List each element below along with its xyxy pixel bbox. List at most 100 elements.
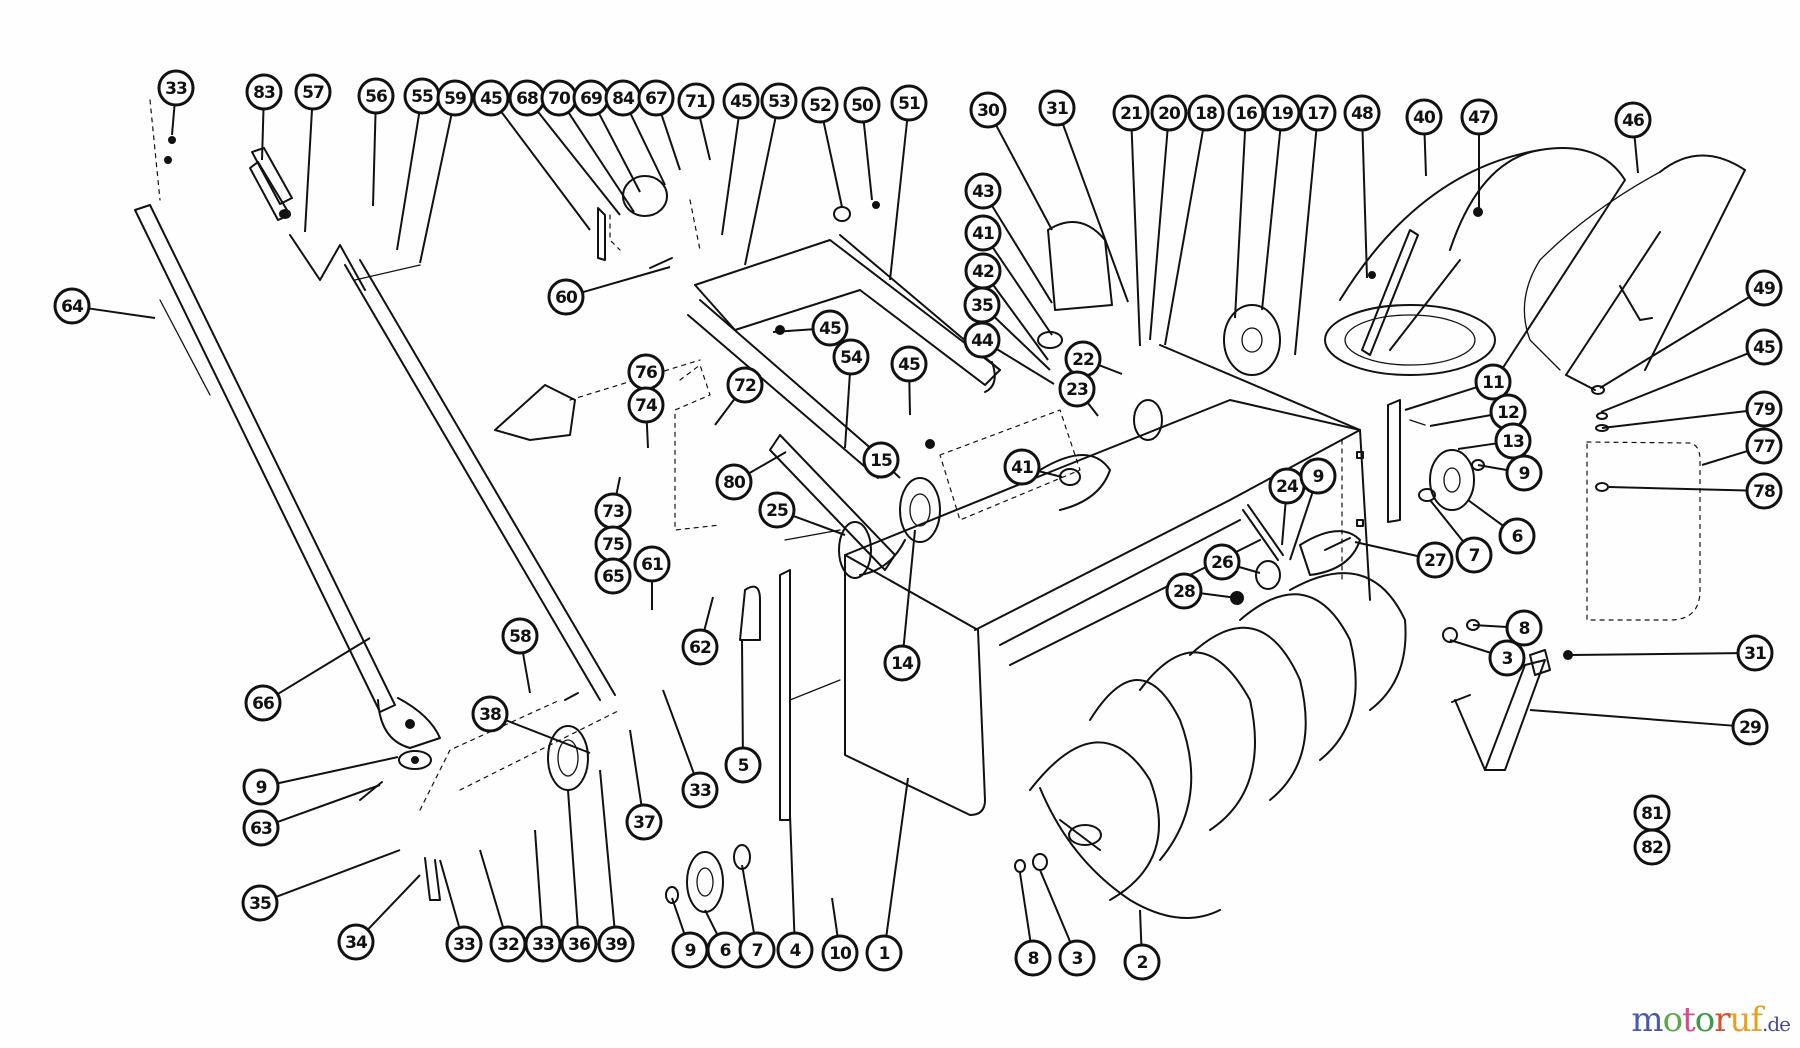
- callout-10[interactable]: 10: [821, 934, 859, 972]
- callout-47[interactable]: 47: [1460, 98, 1498, 136]
- callout-3[interactable]: 3: [1488, 639, 1526, 677]
- callout-55[interactable]: 55: [403, 77, 441, 115]
- callout-25[interactable]: 25: [758, 491, 796, 529]
- callout-71[interactable]: 71: [677, 82, 715, 120]
- callout-18[interactable]: 18: [1187, 94, 1225, 132]
- callout-24[interactable]: 24: [1268, 467, 1306, 505]
- callout-14[interactable]: 14: [883, 644, 921, 682]
- callout-32[interactable]: 32: [489, 925, 527, 963]
- callout-28[interactable]: 28: [1165, 572, 1203, 610]
- callout-2[interactable]: 2: [1123, 943, 1161, 981]
- callout-9[interactable]: 9: [671, 931, 709, 969]
- callout-42[interactable]: 42: [964, 252, 1002, 290]
- callout-35[interactable]: 35: [963, 286, 1001, 324]
- callout-60[interactable]: 60: [547, 278, 585, 316]
- callout-62[interactable]: 62: [681, 628, 719, 666]
- callout-58[interactable]: 58: [501, 617, 539, 655]
- callout-59[interactable]: 59: [436, 79, 474, 117]
- callout-11[interactable]: 11: [1474, 363, 1512, 401]
- callout-4[interactable]: 4: [776, 931, 814, 969]
- callout-70[interactable]: 70: [540, 79, 578, 117]
- callout-83[interactable]: 83: [245, 73, 283, 111]
- callout-43[interactable]: 43: [964, 172, 1002, 210]
- callout-84[interactable]: 84: [604, 79, 642, 117]
- callout-79[interactable]: 79: [1745, 390, 1783, 428]
- callout-45[interactable]: 45: [722, 82, 760, 120]
- callout-33[interactable]: 33: [445, 925, 483, 963]
- callout-23[interactable]: 23: [1058, 370, 1096, 408]
- callout-65[interactable]: 65: [594, 557, 632, 595]
- callout-57[interactable]: 57: [294, 73, 332, 111]
- callout-41[interactable]: 41: [964, 214, 1002, 252]
- callout-44[interactable]: 44: [963, 321, 1001, 359]
- callout-19[interactable]: 19: [1263, 94, 1301, 132]
- callout-50[interactable]: 50: [843, 86, 881, 124]
- callout-6[interactable]: 6: [1498, 517, 1536, 555]
- callout-29[interactable]: 29: [1731, 708, 1769, 746]
- callout-9[interactable]: 9: [242, 768, 280, 806]
- callout-33[interactable]: 33: [681, 771, 719, 809]
- callout-77[interactable]: 77: [1745, 427, 1783, 465]
- callout-1[interactable]: 1: [865, 934, 903, 972]
- callout-69[interactable]: 69: [572, 79, 610, 117]
- callout-37[interactable]: 37: [625, 803, 663, 841]
- callout-26[interactable]: 26: [1203, 543, 1241, 581]
- callout-13[interactable]: 13: [1494, 422, 1532, 460]
- callout-5[interactable]: 5: [724, 746, 762, 784]
- callout-16[interactable]: 16: [1227, 94, 1265, 132]
- callout-51[interactable]: 51: [890, 84, 928, 122]
- callout-76[interactable]: 76: [627, 353, 665, 391]
- callout-21[interactable]: 21: [1112, 94, 1150, 132]
- callout-22[interactable]: 22: [1064, 340, 1102, 378]
- callout-45[interactable]: 45: [811, 309, 849, 347]
- callout-75[interactable]: 75: [594, 525, 632, 563]
- callout-73[interactable]: 73: [594, 492, 632, 530]
- callout-46[interactable]: 46: [1614, 101, 1652, 139]
- callout-41[interactable]: 41: [1003, 448, 1041, 486]
- callout-68[interactable]: 68: [508, 79, 546, 117]
- callout-52[interactable]: 52: [801, 86, 839, 124]
- callout-15[interactable]: 15: [862, 441, 900, 479]
- callout-81[interactable]: 81: [1633, 794, 1671, 832]
- callout-64[interactable]: 64: [53, 287, 91, 325]
- callout-74[interactable]: 74: [627, 386, 665, 424]
- callout-9[interactable]: 9: [1505, 454, 1543, 492]
- callout-48[interactable]: 48: [1343, 94, 1381, 132]
- callout-78[interactable]: 78: [1745, 472, 1783, 510]
- callout-61[interactable]: 61: [633, 545, 671, 583]
- callout-53[interactable]: 53: [760, 82, 798, 120]
- callout-7[interactable]: 7: [1455, 536, 1493, 574]
- callout-30[interactable]: 30: [969, 91, 1007, 129]
- callout-7[interactable]: 7: [738, 931, 776, 969]
- callout-20[interactable]: 20: [1150, 94, 1188, 132]
- callout-8[interactable]: 8: [1014, 939, 1052, 977]
- callout-66[interactable]: 66: [244, 684, 282, 722]
- callout-45[interactable]: 45: [472, 79, 510, 117]
- callout-45[interactable]: 45: [1745, 328, 1783, 366]
- callout-49[interactable]: 49: [1745, 269, 1783, 307]
- callout-80[interactable]: 80: [715, 463, 753, 501]
- callout-35[interactable]: 35: [241, 884, 279, 922]
- callout-33[interactable]: 33: [524, 925, 562, 963]
- callout-56[interactable]: 56: [357, 77, 395, 115]
- callout-82[interactable]: 82: [1633, 828, 1671, 866]
- callout-34[interactable]: 34: [337, 923, 375, 961]
- callout-31[interactable]: 31: [1736, 634, 1774, 672]
- callout-36[interactable]: 36: [560, 925, 598, 963]
- callout-27[interactable]: 27: [1416, 541, 1454, 579]
- callout-3[interactable]: 3: [1058, 939, 1096, 977]
- callout-72[interactable]: 72: [726, 366, 764, 404]
- callout-31[interactable]: 31: [1038, 89, 1076, 127]
- callout-40[interactable]: 40: [1405, 98, 1443, 136]
- callout-54[interactable]: 54: [832, 338, 870, 376]
- callout-6[interactable]: 6: [706, 931, 744, 969]
- callout-45[interactable]: 45: [890, 345, 928, 383]
- callout-17[interactable]: 17: [1299, 94, 1337, 132]
- callout-12[interactable]: 12: [1489, 393, 1527, 431]
- callout-8[interactable]: 8: [1505, 609, 1543, 647]
- callout-9[interactable]: 9: [1299, 457, 1337, 495]
- callout-67[interactable]: 67: [637, 79, 675, 117]
- callout-39[interactable]: 39: [597, 925, 635, 963]
- callout-38[interactable]: 38: [471, 695, 509, 733]
- callout-33[interactable]: 33: [157, 69, 195, 107]
